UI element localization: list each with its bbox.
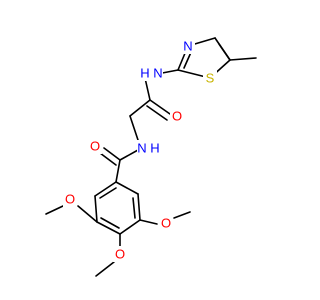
bond <box>45 205 64 215</box>
amide-hydrogen-lower-label: H <box>150 141 159 156</box>
atom-label-layer: N S N H O N H O O O O <box>63 38 217 262</box>
bond <box>99 187 117 199</box>
bond <box>94 181 117 197</box>
bond <box>229 57 257 61</box>
bond <box>139 219 158 225</box>
amide-oxygen-lower-label: O <box>90 139 100 154</box>
bond <box>99 152 117 166</box>
bond <box>132 197 136 219</box>
bond <box>218 43 231 61</box>
amide-hydrogen-upper-label: H <box>140 66 149 81</box>
label-bg <box>170 108 184 124</box>
bond <box>129 115 139 141</box>
bond <box>115 159 121 183</box>
label-bg <box>203 70 217 86</box>
bond <box>146 105 168 121</box>
bond <box>100 217 120 229</box>
methoxy-oxygen-right-label: O <box>161 216 171 231</box>
bond <box>103 147 121 161</box>
molecule-structure: N S N H O N H O O O O <box>45 37 257 277</box>
label-bg <box>63 191 77 207</box>
bond <box>129 99 151 117</box>
bond <box>137 193 141 221</box>
methoxy-oxygen-left-label: O <box>65 192 75 207</box>
bond <box>77 205 98 223</box>
bond <box>144 77 151 101</box>
label-bg <box>137 140 163 156</box>
bond <box>119 149 139 161</box>
label-bg <box>137 65 163 81</box>
bond <box>119 219 141 235</box>
amide-nitrogen-lower-label: N <box>137 141 146 156</box>
amide-nitrogen-upper-label: N <box>153 66 162 81</box>
bond <box>173 211 191 219</box>
bond <box>96 221 121 235</box>
label-bg <box>159 215 173 231</box>
bond <box>95 261 115 277</box>
methoxy-oxygen-bottom-label: O <box>115 247 125 262</box>
bond <box>149 99 171 115</box>
thiazole-nitrogen-label: N <box>183 39 192 54</box>
label-bg <box>88 138 102 154</box>
bond <box>94 195 98 223</box>
label-bg <box>113 246 127 262</box>
bond-layer <box>45 37 257 277</box>
bond <box>115 181 139 195</box>
thiazole-sulfur-label: S <box>206 71 215 86</box>
label-bg <box>181 38 195 54</box>
amide-oxygen-upper-label: O <box>172 109 182 124</box>
